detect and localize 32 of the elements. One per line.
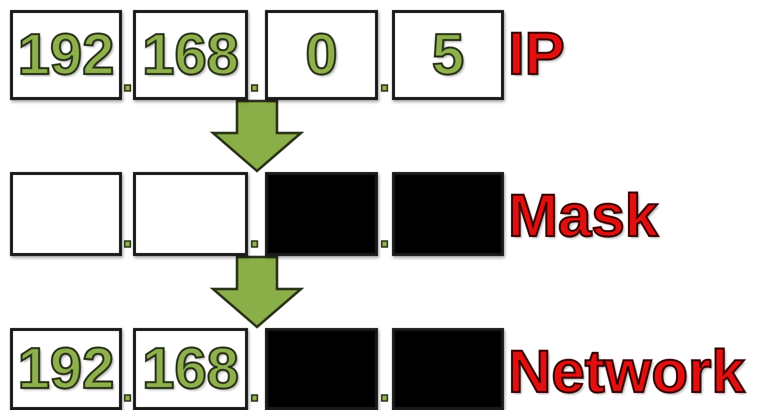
dot-separator: . bbox=[379, 368, 390, 408]
row-label: Mask bbox=[508, 186, 658, 246]
empty-octet-box bbox=[133, 172, 248, 256]
octet-value: 192 bbox=[18, 26, 114, 84]
block-arrow bbox=[210, 256, 304, 329]
dot-separator: . bbox=[379, 58, 390, 98]
octet-value: 5 bbox=[432, 26, 464, 84]
octet-value: 168 bbox=[142, 340, 239, 398]
octet-value: 168 bbox=[142, 26, 239, 84]
dot-separator: . bbox=[249, 58, 260, 98]
octet-box bbox=[133, 328, 248, 410]
row-label: Network bbox=[508, 342, 745, 402]
dot-separator: . bbox=[249, 214, 260, 254]
octet-value: 0 bbox=[305, 26, 338, 84]
octet-box bbox=[10, 328, 122, 410]
block-arrow bbox=[210, 100, 304, 173]
dot-separator: . bbox=[122, 58, 134, 98]
dot-separator: . bbox=[249, 368, 260, 408]
row-label: IP bbox=[508, 24, 565, 84]
masked-octet-box bbox=[392, 172, 504, 256]
empty-octet-box bbox=[10, 172, 122, 256]
octet-box bbox=[133, 10, 248, 100]
octet-box bbox=[392, 10, 504, 100]
masked-octet-box bbox=[392, 328, 504, 410]
masked-octet-box bbox=[265, 328, 378, 410]
dot-separator: . bbox=[122, 368, 134, 408]
octet-box bbox=[10, 10, 122, 100]
masked-octet-box bbox=[265, 172, 378, 256]
octet-box bbox=[265, 10, 378, 100]
dot-separator: . bbox=[122, 214, 134, 254]
dot-separator: . bbox=[379, 214, 390, 254]
octet-value: 192 bbox=[18, 340, 114, 398]
